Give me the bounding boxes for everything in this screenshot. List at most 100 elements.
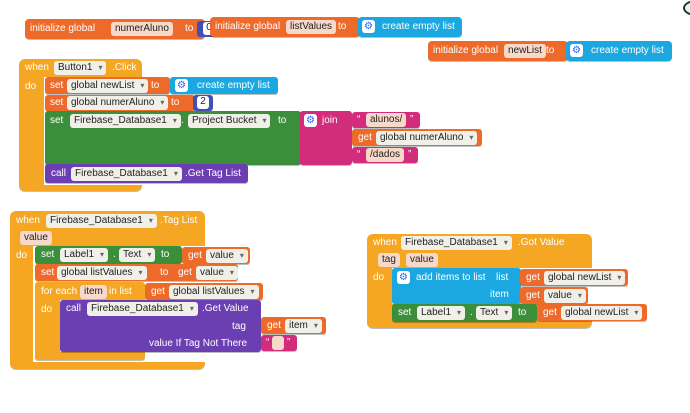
get-item-block[interactable]: get item: [261, 317, 326, 334]
init-global-listValues-block[interactable]: initialize global listValues to: [210, 17, 360, 37]
join-block[interactable]: ⚙ join: [300, 111, 352, 165]
gear-icon[interactable]: ⚙: [175, 79, 188, 92]
global-name-field[interactable]: newList: [504, 44, 546, 58]
set-global-listValues-block[interactable]: set global listValues to: [35, 264, 175, 281]
variable-dropdown[interactable]: value: [544, 289, 586, 303]
get-label: get: [543, 307, 557, 318]
do-label: do: [41, 304, 53, 315]
variable-dropdown[interactable]: global newList: [544, 271, 626, 285]
text-field[interactable]: [272, 336, 284, 350]
property-dropdown[interactable]: Project Bucket: [188, 114, 271, 128]
text-field[interactable]: /dados: [366, 148, 405, 162]
gear-icon[interactable]: ⚙: [362, 20, 375, 33]
component-dropdown[interactable]: Label1: [417, 306, 466, 320]
to-label: to: [278, 115, 287, 126]
component-dropdown[interactable]: Firebase_Database1: [87, 302, 198, 316]
do-label: do: [373, 272, 385, 283]
loop-variable-field[interactable]: item: [80, 285, 107, 299]
global-name-field[interactable]: listValues: [286, 20, 337, 34]
event-name-label: .Got Value: [518, 237, 565, 248]
set-label: set: [50, 97, 64, 108]
dot-label: .: [470, 307, 473, 318]
set-label: set: [50, 80, 64, 91]
component-dropdown[interactable]: Firebase_Database1: [401, 236, 512, 250]
gear-icon[interactable]: ⚙: [304, 114, 317, 127]
variable-dropdown[interactable]: value: [196, 266, 238, 280]
component-dropdown[interactable]: Firebase_Database1: [71, 167, 182, 181]
event-name-label: .Click: [112, 62, 137, 73]
component-dropdown[interactable]: Firebase_Database1: [70, 114, 181, 128]
variable-dropdown[interactable]: global listValues: [169, 285, 259, 299]
set-global-newList-block[interactable]: set global newList to: [45, 77, 170, 94]
call-get-value-block[interactable]: call Firebase_Database1 .Get Value tag v…: [60, 300, 261, 352]
to-label: to: [151, 80, 160, 91]
set-label1-text-block[interactable]: set Label1 . Text to: [392, 304, 537, 322]
to-label: to: [338, 21, 347, 32]
get-global-newList-block[interactable]: get global newList: [520, 269, 628, 286]
get-value-block[interactable]: get value: [520, 287, 588, 304]
empty-text-block[interactable]: “ ”: [261, 335, 297, 351]
property-dropdown[interactable]: Text: [119, 248, 156, 262]
text-field[interactable]: alunos/: [366, 113, 407, 127]
set-label: set: [398, 307, 412, 318]
set-project-bucket-block[interactable]: set Firebase_Database1 . Project Bucket …: [45, 111, 301, 165]
in-list-label: in list: [109, 286, 132, 297]
window-corner-decoration: [683, 0, 690, 16]
create-empty-list-block[interactable]: ⚙ create empty list: [170, 77, 278, 94]
variable-dropdown[interactable]: value: [206, 249, 248, 263]
variable-dropdown[interactable]: global newList: [67, 79, 149, 93]
get-global-listValues-block[interactable]: get global listValues: [145, 283, 263, 300]
component-dropdown[interactable]: Button1: [54, 61, 107, 75]
component-dropdown[interactable]: Firebase_Database1: [46, 214, 157, 228]
number-field[interactable]: 2: [197, 96, 209, 109]
get-label: get: [358, 132, 372, 143]
get-label: get: [526, 272, 540, 283]
variable-dropdown[interactable]: global numerAluno: [376, 131, 478, 145]
value-if-tag-not-there-label: value If Tag Not There: [149, 338, 248, 349]
create-empty-list-label: create empty list: [197, 80, 270, 91]
gear-icon[interactable]: ⚙: [397, 271, 410, 284]
gear-icon[interactable]: ⚙: [570, 44, 583, 57]
when-label: when: [16, 215, 40, 226]
quote-open-icon: “: [357, 149, 361, 160]
event-name-label: .Tag List: [160, 215, 198, 226]
tag-param-label: tag: [232, 321, 246, 332]
event-param-tag[interactable]: tag: [378, 253, 400, 267]
init-global-newList-block[interactable]: initialize global newList to: [428, 41, 568, 61]
component-dropdown[interactable]: Label1: [60, 248, 109, 262]
text-block-alunos[interactable]: “ alunos/ ”: [352, 112, 420, 128]
to-label: to: [160, 267, 169, 278]
quote-close-icon: ”: [287, 337, 291, 348]
list-param-label: list: [496, 272, 509, 283]
get-global-newList-block[interactable]: get global newList: [537, 304, 647, 321]
global-name-field[interactable]: numerAluno: [111, 22, 173, 36]
property-dropdown[interactable]: Text: [476, 306, 513, 320]
variable-dropdown[interactable]: global listValues: [57, 266, 147, 280]
quote-close-icon: ”: [410, 114, 414, 125]
call-get-tag-list-block[interactable]: call Firebase_Database1 .Get Tag List: [45, 164, 248, 183]
get-value-block[interactable]: get value: [182, 247, 250, 264]
set-global-numerAluno-block[interactable]: set global numerAluno to: [45, 95, 195, 111]
join-label: join: [322, 115, 338, 126]
set-label: set: [41, 267, 55, 278]
to-label: to: [518, 307, 527, 318]
get-global-numerAluno-block[interactable]: get global numerAluno: [352, 129, 482, 146]
set-label1-text-block[interactable]: set Label1 . Text to: [35, 246, 182, 264]
set-label: set: [41, 249, 55, 260]
event-param-value[interactable]: value: [406, 253, 438, 267]
text-block-dados[interactable]: “ /dados ”: [352, 147, 418, 163]
create-empty-list-block[interactable]: ⚙ create empty list: [358, 17, 462, 37]
create-empty-list-block[interactable]: ⚙ create empty list: [566, 41, 672, 61]
number-block[interactable]: 2: [193, 95, 213, 111]
init-global-numerAluno-block[interactable]: initialize global numerAluno to 0: [25, 19, 221, 39]
item-param-label: item: [490, 289, 509, 300]
add-items-to-list-block[interactable]: ⚙ add items to list list item: [392, 268, 521, 304]
add-items-label: add items to list: [416, 272, 486, 283]
init-global-label: initialize global: [433, 45, 499, 56]
variable-dropdown[interactable]: global numerAluno: [67, 96, 169, 110]
variable-dropdown[interactable]: item: [285, 319, 322, 333]
to-label: to: [546, 45, 555, 56]
variable-dropdown[interactable]: global newList: [561, 306, 643, 320]
get-value-block[interactable]: get value: [172, 264, 238, 281]
event-param-value[interactable]: value: [20, 231, 52, 245]
